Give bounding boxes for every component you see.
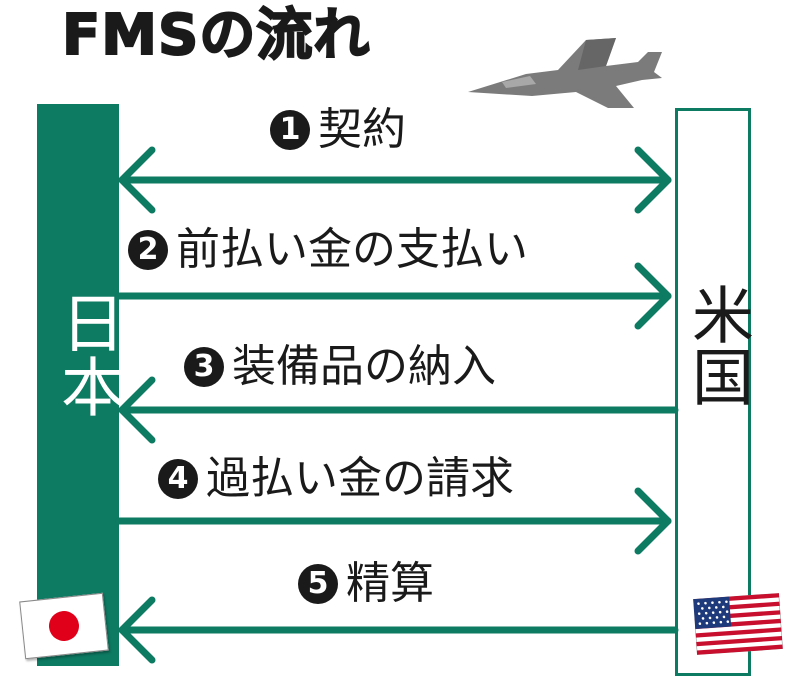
arrowhead-step-3: [118, 376, 156, 444]
step-label: 過払い金の請求: [206, 453, 514, 504]
japan-label: 日本: [50, 290, 124, 418]
japan-flag-icon: [19, 592, 109, 660]
arrowhead-step-1-right: [634, 146, 672, 214]
step-label: 精算: [346, 558, 434, 609]
diagram-title: FMSの流れ: [61, 3, 371, 68]
step-number: 4: [158, 459, 198, 499]
step-5: 5 精算: [298, 562, 434, 606]
step-number: 1: [270, 110, 310, 150]
step-2: 2 前払い金の支払い: [128, 228, 528, 272]
us-flag-icon: [693, 593, 783, 655]
japan-flag-sun: [47, 609, 81, 643]
arrowhead-step-5: [118, 596, 156, 664]
japan-bar: 日本: [37, 104, 124, 666]
arrowhead-step-1-left: [118, 146, 156, 214]
step-label: 装備品の納入: [232, 341, 496, 392]
step-number: 2: [128, 230, 168, 270]
step-1: 1 契約: [270, 108, 406, 152]
arrowhead-step-2: [634, 262, 672, 330]
step-label: 契約: [318, 104, 406, 155]
step-label: 前払い金の支払い: [176, 224, 528, 275]
step-4: 4 過払い金の請求: [158, 457, 514, 501]
fighter-jet-icon: [468, 38, 662, 108]
arrowhead-step-4: [634, 487, 672, 555]
us-label: 米国: [681, 283, 754, 407]
step-number: 3: [184, 347, 224, 387]
step-number: 5: [298, 564, 338, 604]
us-bar: 米国: [675, 108, 754, 676]
step-3: 3 装備品の納入: [184, 345, 496, 389]
